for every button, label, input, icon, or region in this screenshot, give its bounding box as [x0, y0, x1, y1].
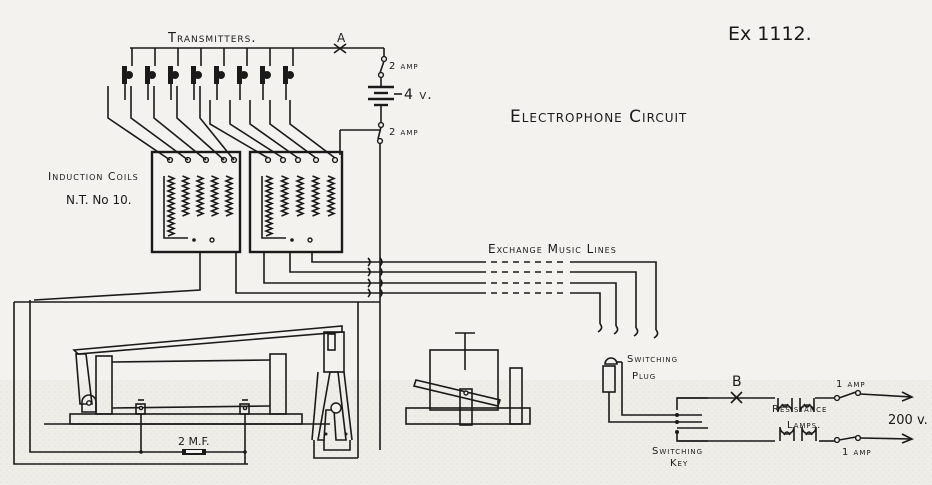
switching-mechanism: [405, 332, 531, 426]
paper-texture: [0, 380, 932, 485]
transmitter-icon: [260, 66, 265, 84]
wire-crossover: [367, 267, 371, 277]
coil-winding: [279, 175, 290, 217]
capacitor-2mf: 2 M.F.: [139, 435, 247, 455]
lead-10: [289, 100, 336, 159]
wire-crossover: [379, 257, 383, 267]
coil-winding: [194, 175, 206, 217]
transmitter-icon: [122, 66, 127, 84]
coil-winding: [325, 175, 337, 217]
coil-terminal: [331, 156, 339, 164]
point-a-label: A: [337, 31, 346, 45]
lamp-supply-top: B 1 amp: [677, 374, 914, 413]
transmitter-icon: [237, 66, 242, 84]
induction-coil-unit-2: [248, 150, 344, 254]
lead-7: [229, 100, 284, 159]
transmitter-3: [168, 48, 179, 100]
point-a-break: A: [333, 31, 347, 54]
resistance-lamp-icon: [801, 426, 817, 441]
transmitter-icon: [168, 66, 173, 84]
lead-1: [107, 86, 171, 161]
coil-winding: [180, 175, 191, 217]
transmitter-5: [214, 48, 225, 100]
lead-6: [209, 100, 269, 159]
battery-voltage-label: 4 v.: [404, 87, 433, 103]
induction-coil-unit-1: [150, 150, 242, 254]
transmitter-1: [122, 48, 133, 100]
resistance-lamp-icon: [799, 398, 815, 413]
transmitter-icon: [191, 66, 196, 84]
transmitter-8: [283, 48, 294, 100]
lead-5: [199, 86, 235, 161]
lamp-supply-bottom: 1 amp: [677, 426, 914, 458]
transmitter-6: [237, 48, 248, 100]
coil-winding: [310, 175, 321, 217]
capacitor-label: 2 M.F.: [178, 435, 210, 448]
music-line-1: [311, 252, 659, 339]
coil-terminal: [279, 156, 287, 164]
transmitter-2: [145, 48, 156, 100]
diagram-title: Electrophone Circuit: [510, 107, 687, 127]
fuse-top-label: 2 amp: [389, 61, 419, 72]
coil-terminal: [312, 156, 320, 164]
music-line-4: [235, 252, 603, 333]
lead-8: [249, 100, 299, 159]
switching-key-label-2: Key: [670, 458, 688, 469]
switching-plug-label-2: Plug: [632, 371, 656, 382]
supply-voltage-label: 200 v.: [888, 413, 928, 428]
switching-plug-label-1: Switching: [627, 354, 678, 365]
document-reference: Ex 1112.: [728, 23, 812, 45]
coil-winding: [165, 175, 177, 237]
wire-crossover: [367, 288, 371, 298]
lead-2: [130, 86, 189, 161]
resistance-lamps-label: Resistance Lamps.: [772, 404, 827, 431]
transmitter-coil-leads: [107, 86, 336, 161]
exchange-music-lines-label: Exchange Music Lines: [488, 242, 617, 256]
transmitter-4: [191, 48, 202, 100]
coil-terminal: [294, 156, 302, 164]
induction-coils-model: N.T. No 10.: [66, 193, 132, 207]
coil-winding: [223, 175, 235, 217]
exchange-music-lines: [235, 252, 659, 339]
fuse-lamp-top-label: 1 amp: [836, 379, 866, 390]
transmitters-label: Transmitters.: [167, 31, 256, 46]
coil-terminal: [264, 156, 272, 164]
music-line-2: [289, 252, 639, 337]
wire-crossover: [379, 278, 383, 288]
induction-coils-title: Induction Coils: [48, 170, 139, 183]
fuse-bottom-label: 2 amp: [389, 127, 419, 138]
outer-return-loop: [13, 252, 380, 465]
resistance-lamp-icon: [779, 426, 795, 441]
lead-4: [176, 86, 225, 161]
resistance-lamps-label-2: Lamps.: [787, 420, 821, 431]
relay-lever-apparatus: [44, 302, 359, 464]
wire-crossover: [379, 288, 383, 298]
coil-winding: [209, 175, 220, 217]
wire-crossover: [367, 278, 371, 288]
transmitter-icon: [214, 66, 219, 84]
switching-key-label-1: Switching: [652, 446, 703, 457]
wire-crossover: [367, 257, 371, 267]
resistance-lamp-icon: [777, 398, 793, 413]
transmitter-icon: [145, 66, 150, 84]
switching-plug[interactable]: Switching Plug: [602, 354, 678, 423]
coil-winding: [263, 175, 275, 237]
music-line-3: [263, 252, 619, 335]
coil-winding: [294, 175, 306, 217]
lead-3: [153, 86, 207, 161]
wire-crossover: [379, 267, 383, 277]
resistance-lamps-label-1: Resistance: [772, 404, 827, 415]
lead-9: [269, 100, 317, 159]
transmitter-7: [260, 48, 271, 100]
point-b-label: B: [732, 374, 742, 390]
induction-coils-label: Induction Coils N.T. No 10.: [48, 170, 139, 207]
transmitter-icon: [283, 66, 288, 84]
fuse-lamp-bottom-label: 1 amp: [842, 447, 872, 458]
